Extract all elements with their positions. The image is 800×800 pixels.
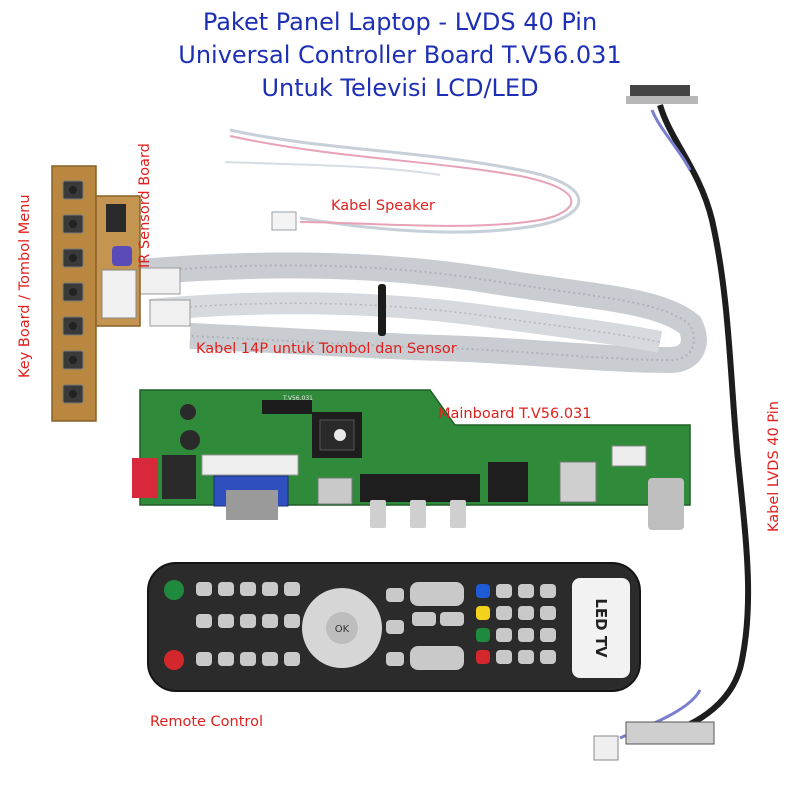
- title-line-2: Universal Controller Board T.V56.031: [178, 41, 622, 69]
- key-board-pcb: [51, 165, 97, 422]
- label-mainboard: Mainboard T.V56.031: [438, 406, 592, 422]
- label-key-board: Key Board / Tombol Menu: [17, 194, 33, 378]
- speaker-cable: [224, 128, 581, 234]
- label-kabel-lvds: Kabel LVDS 40 Pin: [766, 401, 782, 532]
- mainboard-pcb: T.V56.031: [132, 389, 691, 530]
- title-line-3: Untuk Televisi LCD/LED: [261, 74, 539, 102]
- remote-brand-text: LED TV: [592, 598, 610, 658]
- ribbon-cable-14p: [138, 252, 707, 374]
- page-title: Paket Panel Laptop - LVDS 40 Pin Univers…: [40, 6, 760, 105]
- label-ir-sensor-board: IR Sensord Board: [137, 143, 153, 268]
- remote-control: OK: [147, 562, 641, 692]
- label-kabel-speaker: Kabel Speaker: [331, 198, 435, 214]
- ir-sensor-pcb: [95, 195, 141, 327]
- ok-button-text: OK: [335, 624, 350, 635]
- title-line-1: Paket Panel Laptop - LVDS 40 Pin: [202, 8, 598, 36]
- mainboard-silkscreen: T.V56.031: [282, 395, 313, 402]
- label-remote-control: Remote Control: [150, 714, 263, 730]
- lvds-cable: [593, 85, 752, 761]
- label-kabel-14p: Kabel 14P untuk Tombol dan Sensor: [196, 341, 457, 357]
